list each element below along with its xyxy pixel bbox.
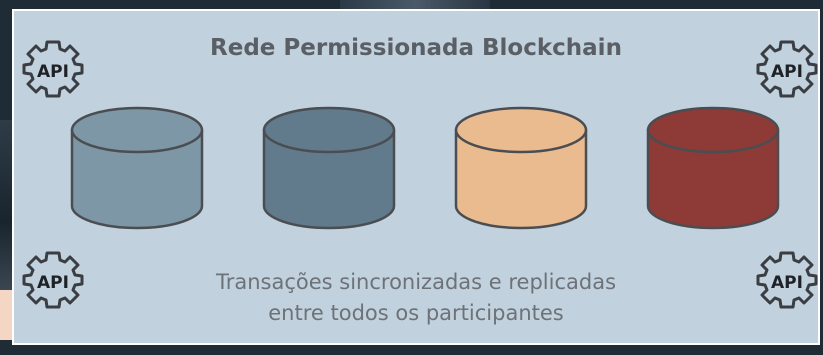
caption-line-2: entre todos os participantes xyxy=(268,301,564,325)
api-gear-icon: API xyxy=(756,251,818,309)
api-gear-icon: API xyxy=(22,251,84,309)
database-cylinder-top xyxy=(646,106,780,154)
database-cylinder-body xyxy=(646,130,780,230)
database-cylinder-top xyxy=(70,106,204,154)
diagram-caption: Transações sincronizadas e replicadas en… xyxy=(14,267,818,329)
background-strip-left xyxy=(0,120,14,290)
database-node-4 xyxy=(646,106,780,230)
background-strip-left-low xyxy=(0,290,14,340)
database-cylinder-top xyxy=(262,106,396,154)
database-cylinder-top xyxy=(454,106,588,154)
network-panel: Rede Permissionada Blockchain API API AP… xyxy=(12,9,820,345)
svg-text:API: API xyxy=(771,273,803,293)
svg-text:API: API xyxy=(37,62,69,82)
api-gear-icon: API xyxy=(756,40,818,98)
caption-line-1: Transações sincronizadas e replicadas xyxy=(215,270,617,294)
database-node-3 xyxy=(454,106,588,230)
database-node-1 xyxy=(70,106,204,230)
database-node-2 xyxy=(262,106,396,230)
database-cylinder-body xyxy=(70,130,204,230)
database-cylinder-body xyxy=(262,130,396,230)
database-cylinder-body xyxy=(454,130,588,230)
diagram-title: Rede Permissionada Blockchain xyxy=(210,35,622,61)
svg-text:API: API xyxy=(771,62,803,82)
svg-text:API: API xyxy=(37,273,69,293)
api-gear-icon: API xyxy=(22,40,84,98)
